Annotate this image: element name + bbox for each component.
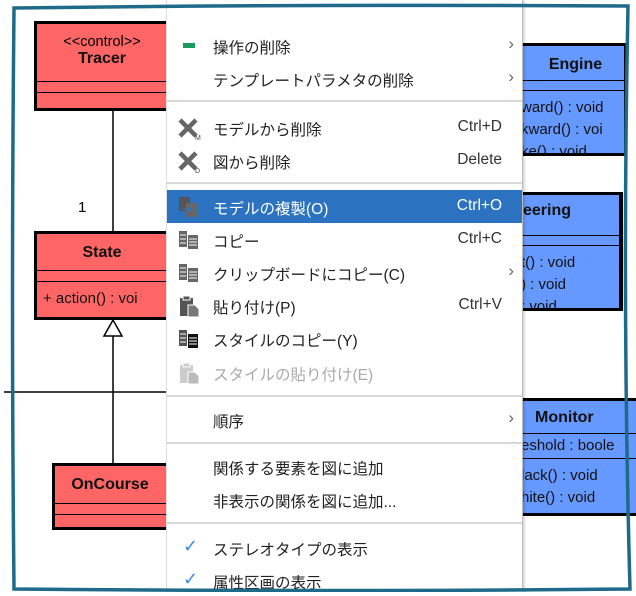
- copy-icon: [177, 229, 201, 251]
- multiplicity-label: 1: [78, 199, 87, 216]
- menu-separator: [167, 522, 522, 524]
- menu-item-partial[interactable]: [167, 0, 522, 21]
- menu-separator: [167, 100, 522, 102]
- method: hite() : void: [521, 489, 596, 506]
- copy-icon: [177, 262, 201, 284]
- class-monitor[interactable]: Monitor eshold : boole lack() : void hit…: [515, 398, 636, 516]
- class-steering[interactable]: eering t() : void ) : void : void: [515, 192, 623, 311]
- duplicate-icon: [177, 196, 201, 218]
- method: lack() : void: [521, 467, 598, 484]
- menu-item-copy-to-clipboard[interactable]: クリップボードにコピー(C) ›: [167, 256, 522, 289]
- menu-item-add-related[interactable]: 関係する要素を図に追加: [213, 461, 384, 478]
- class-tracer[interactable]: <<control>> Tracer: [34, 21, 174, 111]
- method: : void: [521, 298, 557, 311]
- chevron-right-icon: ›: [508, 408, 514, 427]
- method: ) : void: [521, 276, 567, 293]
- class-state[interactable]: State + action() : voi: [34, 231, 174, 320]
- checkmark-icon: ✓: [183, 536, 199, 556]
- menu-item-paste[interactable]: 貼り付け(P) Ctrl+V: [167, 289, 522, 322]
- delete-from-model-icon: M: [177, 117, 201, 142]
- menu-item-paste-style[interactable]: スタイルの貼り付け(E): [167, 356, 522, 389]
- chevron-right-icon: ›: [508, 261, 514, 280]
- copy-style-icon: [177, 328, 201, 350]
- menu-item-show-stereotype[interactable]: ✓ ステレオタイプの表示: [183, 536, 369, 559]
- method: ke() : void: [521, 143, 587, 156]
- chevron-right-icon: ›: [508, 67, 514, 86]
- generalization-arrow: [102, 318, 124, 337]
- svg-text:M: M: [195, 135, 201, 141]
- class-name: Monitor: [535, 409, 594, 426]
- method: t() : void: [521, 254, 576, 271]
- class-engine[interactable]: Engine ward() : void kward() : voi ke() …: [515, 43, 627, 156]
- chevron-right-icon: ›: [508, 34, 514, 53]
- context-menu: 操作の削除 › テンプレートパラメタの削除 › M モデルから削除 Ctrl+D…: [166, 0, 523, 596]
- menu-item-delete-operation[interactable]: 操作の削除 ›: [167, 29, 522, 62]
- paste-icon: [177, 295, 201, 318]
- menu-item-order[interactable]: 順序 ›: [213, 408, 514, 431]
- menu-separator: [167, 442, 522, 444]
- paste-style-icon: [177, 362, 201, 385]
- menu-item-delete-template-param[interactable]: テンプレートパラメタの削除 ›: [213, 67, 514, 90]
- method: kward() : voi: [521, 121, 603, 138]
- menu-item-delete-from-diagram[interactable]: D 図から削除 Delete: [167, 144, 522, 177]
- class-name: Engine: [548, 56, 603, 73]
- method: ward() : void: [521, 99, 604, 116]
- menu-item-delete-from-model[interactable]: M モデルから削除 Ctrl+D: [167, 111, 522, 144]
- menu-item-show-attributes[interactable]: ✓ 属性区画の表示: [183, 569, 322, 592]
- class-name: State: [82, 244, 122, 261]
- class-name: OnCourse: [71, 476, 149, 493]
- delete-from-diagram-icon: D: [177, 150, 201, 175]
- menu-separator: [167, 395, 522, 397]
- menu-item-add-hidden-relations[interactable]: 非表示の関係を図に追加...: [213, 494, 397, 511]
- method: + action() : voi: [43, 290, 138, 307]
- class-name: Tracer: [77, 50, 127, 67]
- menu-item-copy-style[interactable]: スタイルのコピー(Y): [167, 322, 522, 355]
- svg-text:D: D: [195, 168, 200, 174]
- minus-icon: [177, 35, 201, 57]
- menu-separator: [167, 182, 522, 184]
- attribute: eshold : boole: [521, 437, 615, 454]
- class-oncourse[interactable]: OnCourse: [52, 463, 174, 530]
- menu-item-copy[interactable]: コピー Ctrl+C: [167, 223, 522, 256]
- stereotype: <<control>>: [63, 34, 141, 50]
- menu-item-duplicate-model[interactable]: モデルの複製(O) Ctrl+O: [167, 190, 522, 223]
- class-name: eering: [523, 202, 572, 219]
- checkmark-icon: ✓: [183, 569, 199, 589]
